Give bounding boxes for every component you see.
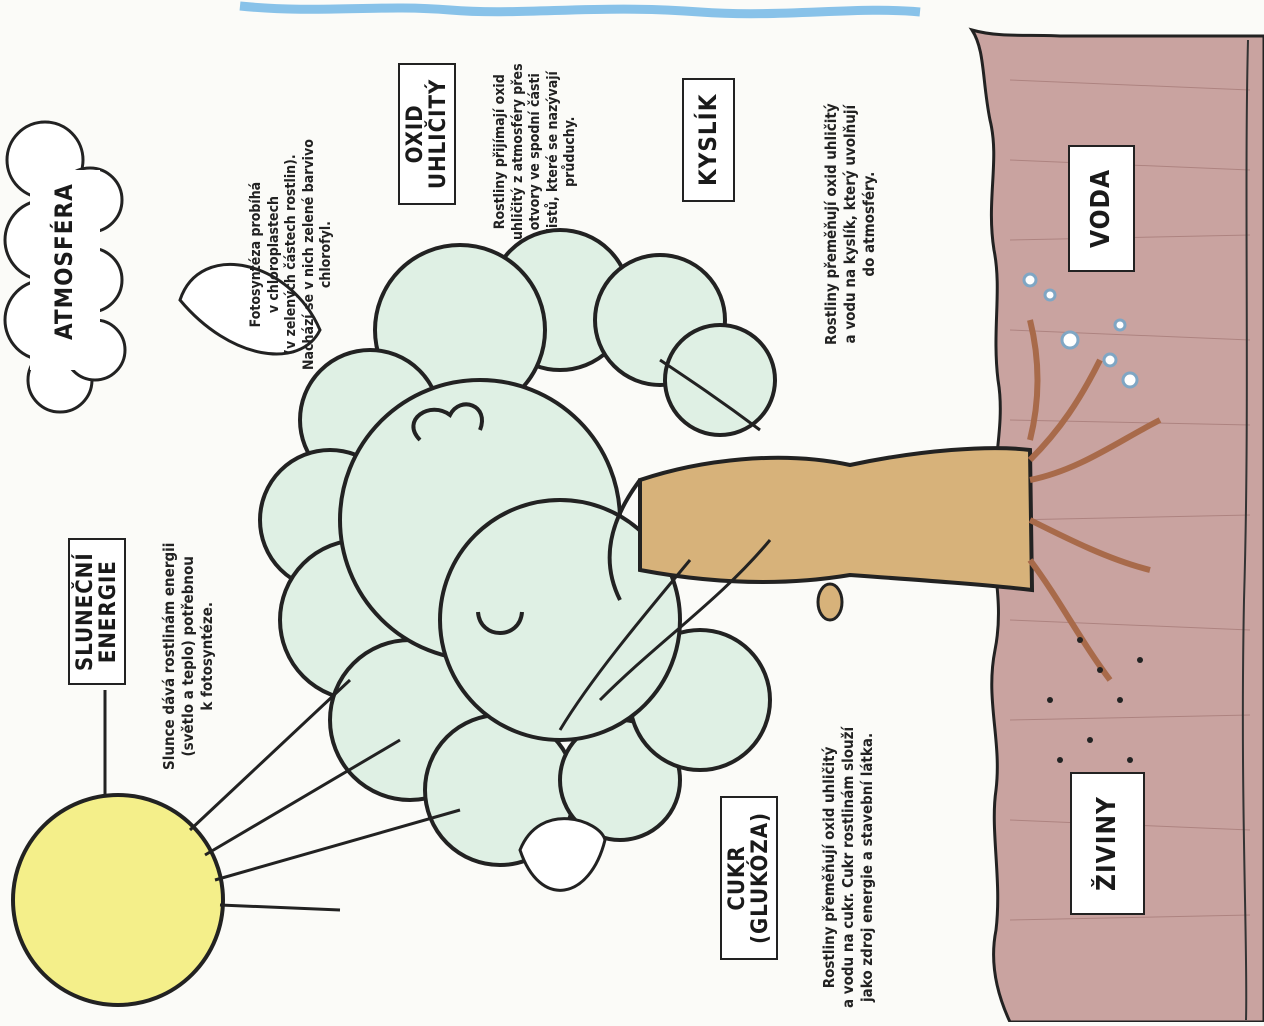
oxygen-label: KYSLÍK: [682, 78, 735, 202]
cut-branch: [818, 584, 842, 620]
nutrients-label: ŽIVINY: [1070, 772, 1145, 915]
sugar-note: Rostliny přeměňují oxid uhličitý a vodu …: [820, 727, 876, 1008]
sun-energy-note: Slunce dává rostlinám energii (světlo a …: [160, 543, 216, 770]
atmosphere-label: ATMOSFÉRA: [52, 183, 77, 340]
sun-energy-label: SLUNEČNÍ ENERGIE: [68, 538, 126, 685]
header-scribble-stroke: [240, 6, 920, 14]
tree-trunk: [640, 448, 1032, 590]
photosynthesis-note: Fotosyntéza probíhá v chloroplastech (v …: [248, 139, 336, 370]
leaf-bottom: [520, 819, 605, 891]
water-label: VODA: [1068, 145, 1135, 272]
co2-label: OXID UHLIČITÝ: [398, 63, 456, 205]
oxygen-note: Rostliny přeměňují oxid uhličitý a vodu …: [822, 103, 878, 345]
co2-note: Rostliny přijímají oxid uhličitý z atmos…: [492, 63, 580, 240]
sun-shape: [13, 795, 223, 1005]
sugar-label: CUKR (GLUKÓZA): [720, 796, 778, 960]
